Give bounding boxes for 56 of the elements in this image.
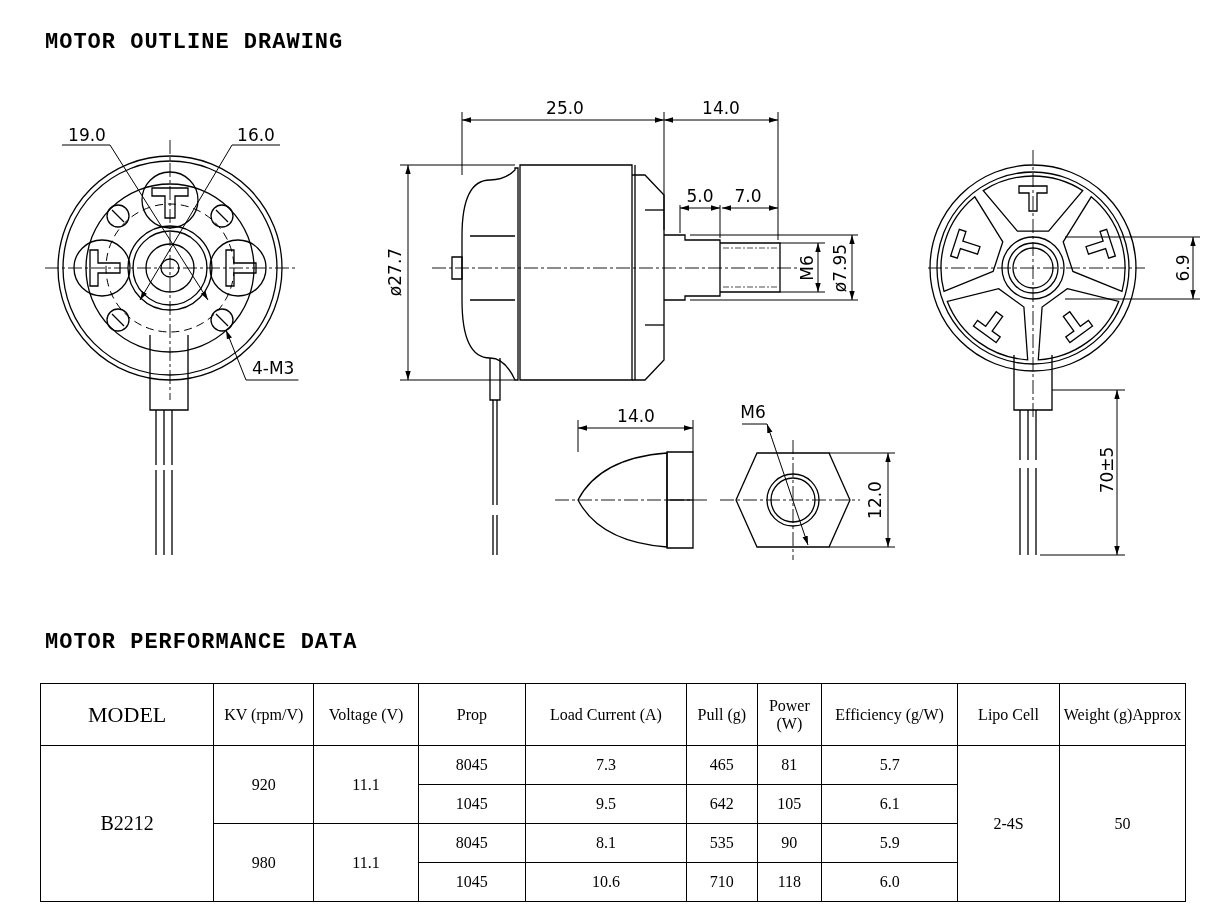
column-header: Prop — [456, 705, 487, 724]
dimension-label: 5.0 — [686, 187, 714, 205]
leader-line — [225, 329, 299, 381]
section-heading: MOTOR PERFORMANCE DATA — [45, 630, 358, 655]
dimension-label: 6.9 — [1174, 254, 1192, 282]
table-value: 8045 — [455, 834, 488, 852]
column-header: Efficiency (g/W) — [835, 705, 944, 724]
table-value: 10.6 — [591, 873, 620, 891]
table-value: 7.3 — [595, 756, 616, 774]
column-header: Lipo Cell — [978, 705, 1039, 724]
dimension-label: M6 — [798, 255, 816, 281]
table-value: 6.0 — [879, 873, 900, 891]
table-value: 2-4S — [993, 814, 1024, 833]
column-header: KV (rpm/V) — [224, 705, 304, 724]
dimension-label: 25.0 — [546, 99, 584, 117]
table-value: 9.5 — [595, 795, 616, 813]
table-value: 980 — [251, 853, 276, 872]
table-value: 90 — [781, 834, 798, 852]
column-header: Load Current (A) — [549, 705, 662, 724]
table-value: 535 — [709, 834, 734, 852]
mounting-hole — [210, 308, 234, 332]
table-value: 1045 — [455, 795, 488, 813]
table-value: 642 — [709, 795, 734, 813]
dimension-label: 14.0 — [702, 99, 740, 117]
table-value: 6.1 — [879, 795, 900, 813]
table-value: 8.1 — [595, 834, 616, 852]
dimension-label: 14.0 — [617, 407, 655, 425]
dimension-label: 19.0 — [68, 126, 106, 144]
dimension-label: 7.0 — [734, 187, 762, 205]
dimension-label: 12.0 — [866, 481, 884, 519]
column-header: Voltage (V) — [328, 705, 404, 724]
dimension-label: 16.0 — [237, 126, 275, 144]
table-value: 11.1 — [352, 775, 380, 794]
table-value: 920 — [251, 775, 276, 794]
section-heading: MOTOR OUTLINE DRAWING — [45, 30, 344, 55]
table-value: 8045 — [455, 756, 488, 774]
column-header: Power (W) — [767, 696, 811, 733]
table-value: 5.9 — [879, 834, 900, 852]
callout-label: 4-M3 — [252, 360, 295, 380]
table-value: 710 — [709, 873, 734, 891]
dimension-label: 70±5 — [1098, 446, 1116, 494]
column-header: Pull (g) — [697, 705, 747, 724]
table-value: 105 — [777, 795, 802, 813]
table-value: 50 — [1114, 814, 1131, 833]
column-header: Weight (g)Approx — [1063, 705, 1182, 724]
table-value: 81 — [781, 756, 798, 774]
table-value: B2212 — [100, 812, 154, 835]
column-header: MODEL — [88, 701, 167, 728]
table-value: 11.1 — [352, 853, 380, 872]
table-value: 1045 — [455, 873, 488, 891]
dimension-label: ø7.95 — [831, 243, 849, 293]
table-value: 465 — [709, 756, 734, 774]
dimension-label: ø27.7 — [386, 247, 404, 297]
table-value: 118 — [777, 873, 802, 891]
table-value: 5.7 — [879, 756, 900, 774]
dimension-label: M6 — [740, 403, 766, 421]
